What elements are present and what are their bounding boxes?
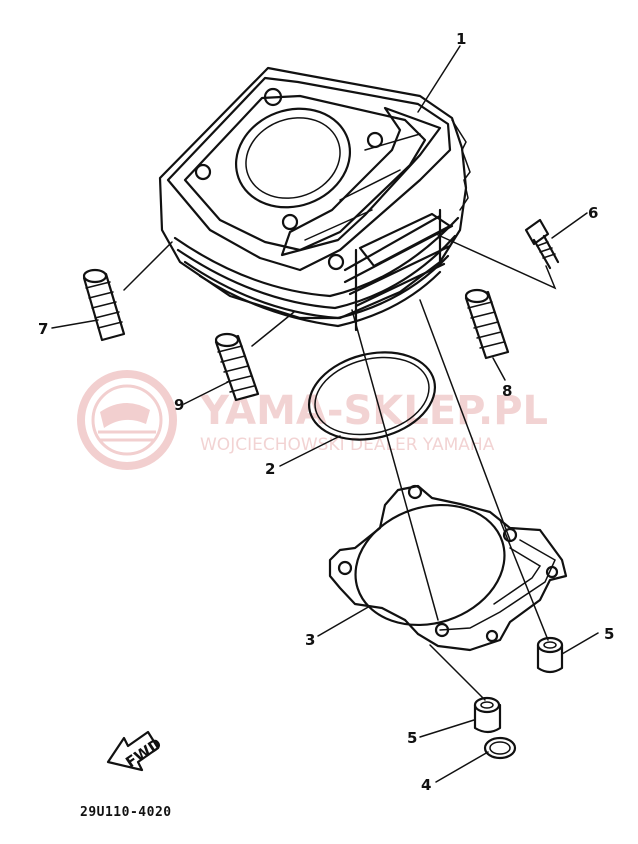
stud-spring-9-part (214, 332, 260, 402)
dowel-pin-left-part (473, 696, 502, 734)
callout-5-left: 5 (407, 729, 417, 747)
leader-lines (51, 45, 599, 783)
small-o-ring-part (483, 736, 517, 760)
fwd-arrow-icon: FWD (106, 730, 165, 772)
stud-spring-8-part (464, 288, 510, 360)
callout-2: 2 (265, 460, 275, 478)
callout-4: 4 (421, 776, 431, 794)
dowel-pin-right-part (536, 636, 564, 674)
watermark-logo-icon (77, 370, 177, 470)
bolt-part (524, 218, 560, 270)
callout-1: 1 (456, 30, 466, 48)
callouts: 1 2 3 4 5 5 6 7 8 9 (38, 30, 614, 794)
o-ring-part (307, 351, 437, 441)
callout-8: 8 (502, 382, 512, 400)
gasket-part (328, 484, 568, 652)
callout-6: 6 (588, 204, 598, 222)
alignment-lines (351, 234, 557, 701)
diagram-code: 29U110-4020 (80, 805, 172, 820)
stud-spring-7-part (82, 268, 126, 342)
callout-7: 7 (38, 320, 48, 338)
watermark: YAMA-SKLEP.PL WOJCIECHOWSKI DEALER YAMAH… (77, 370, 548, 470)
watermark-title: YAMA-SKLEP.PL (199, 388, 548, 434)
cylinder-part (158, 66, 471, 332)
watermark-subtitle: WOJCIECHOWSKI DEALER YAMAHA (200, 435, 495, 455)
callout-9: 9 (174, 396, 184, 414)
callout-5-right: 5 (604, 625, 614, 643)
callout-3: 3 (305, 631, 315, 649)
